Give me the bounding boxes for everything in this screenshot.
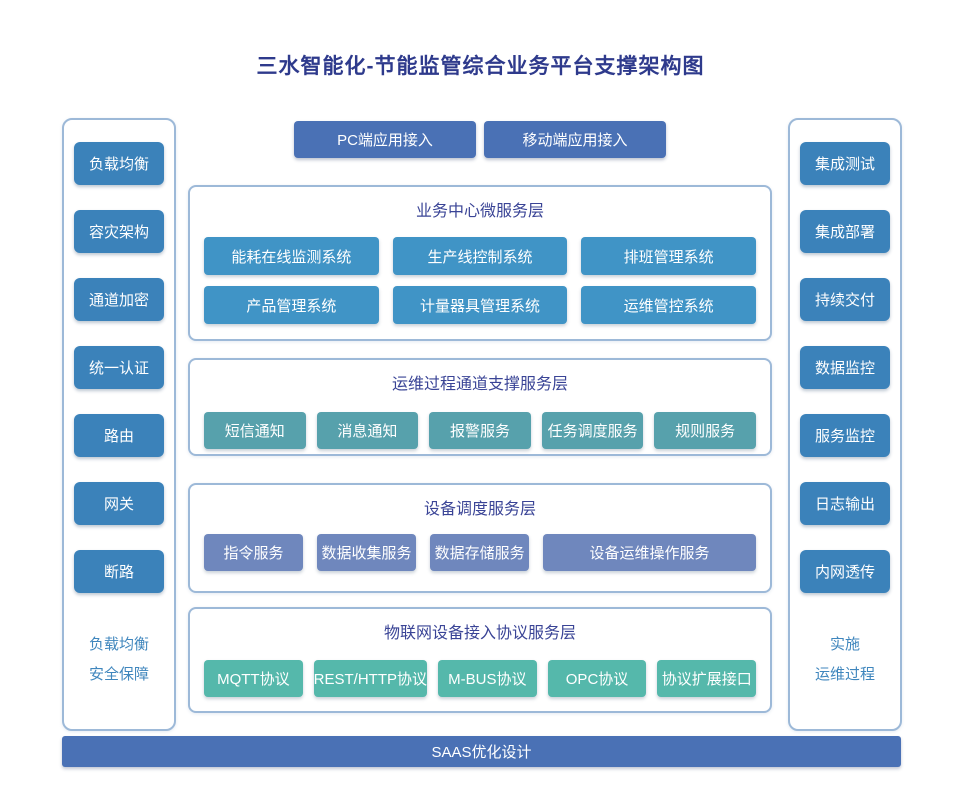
service-box-production-line-control: 生产线控制系统 [392,237,568,275]
service-box-command-service: 指令服务 [204,534,304,571]
left-sidebar-panel: 负载均衡 容灾架构 通道加密 统一认证 路由 网关 断路 负载均衡 安全保障 [62,118,176,731]
left-sidebar-caption: 负载均衡 安全保障 [89,630,149,690]
sidebar-item-integration-test: 集成测试 [800,142,890,185]
caption-line: 运维过程 [814,666,875,683]
sidebar-item-unified-auth: 统一认证 [74,346,164,389]
service-box-ops-control: 运维管控系统 [581,286,757,324]
service-box-row: 短信通知 消息通知 报警服务 任务调度服务 规则服务 [204,412,756,449]
saas-optimization-bar: SAAS优化设计 [62,736,901,767]
service-box-device-ops-operation: 设备运维操作服务 [543,534,756,571]
layer-title: 运维过程通道支撑服务层 [391,376,568,393]
layer-title: 物联网设备接入协议服务层 [383,625,576,642]
right-sidebar-caption: 实施 运维过程 [815,630,875,690]
service-box-row: 指令服务 数据收集服务 数据存储服务 设备运维操作服务 [204,534,756,571]
caption-line: 实施 [829,636,860,653]
service-box-energy-monitoring: 能耗在线监测系统 [204,237,379,275]
layer-panel-ops-channel-support: 运维过程通道支撑服务层 短信通知 消息通知 报警服务 任务调度服务 规则服务 [188,358,772,456]
caption-line: 负载均衡 [88,636,149,653]
service-box-shift-management: 排班管理系统 [581,237,757,275]
service-box-opc-protocol: OPC协议 [547,660,647,697]
service-box-protocol-extension: 协议扩展接口 [657,660,757,697]
sidebar-item-gateway: 网关 [74,482,164,525]
layer-panel-iot-protocol: 物联网设备接入协议服务层 MQTT协议 REST/HTTP协议 M-BUS协议 … [188,607,772,713]
service-box-row: 产品管理系统 计量器具管理系统 运维管控系统 [204,286,757,324]
sidebar-item-channel-encryption: 通道加密 [74,278,164,321]
access-button-row: PC端应用接入 移动端应用接入 [188,121,772,158]
service-box-row: 能耗在线监测系统 生产线控制系统 排班管理系统 [204,237,757,275]
sidebar-item-circuit-break: 断路 [74,550,164,593]
layer-panel-device-scheduling: 设备调度服务层 指令服务 数据收集服务 数据存储服务 设备运维操作服务 [188,483,772,593]
service-box-task-scheduling: 任务调度服务 [541,412,644,449]
service-box-data-storage: 数据存储服务 [430,534,530,571]
pc-access-button: PC端应用接入 [294,121,476,158]
service-box-message-notify: 消息通知 [316,412,419,449]
sidebar-item-disaster-recovery: 容灾架构 [74,210,164,253]
caption-line: 安全保障 [88,666,149,683]
layer-title: 业务中心微服务层 [415,203,544,220]
service-box-rest-http-protocol: REST/HTTP协议 [313,660,428,697]
service-box-data-collection: 数据收集服务 [317,534,417,571]
sidebar-item-service-monitoring: 服务监控 [800,414,890,457]
sidebar-item-continuous-delivery: 持续交付 [800,278,890,321]
sidebar-item-integration-deploy: 集成部署 [800,210,890,253]
service-box-alarm-service: 报警服务 [429,412,531,449]
service-box-mbus-protocol: M-BUS协议 [438,660,537,697]
sidebar-item-load-balance: 负载均衡 [74,142,164,185]
service-box-rule-service: 规则服务 [654,412,756,449]
service-box-row: MQTT协议 REST/HTTP协议 M-BUS协议 OPC协议 协议扩展接口 [204,660,757,697]
sidebar-item-intranet-passthrough: 内网透传 [800,550,890,593]
layer-title: 设备调度服务层 [423,501,536,518]
page-title: 三水智能化-节能监管综合业务平台支撑架构图 [256,55,705,78]
service-box-mqtt-protocol: MQTT协议 [204,660,303,697]
sidebar-item-log-output: 日志输出 [800,482,890,525]
mobile-access-button: 移动端应用接入 [484,121,666,158]
sidebar-item-data-monitoring: 数据监控 [800,346,890,389]
service-box-metering-instrument-management: 计量器具管理系统 [392,286,568,324]
right-sidebar-panel: 集成测试 集成部署 持续交付 数据监控 服务监控 日志输出 内网透传 实施 运维… [788,118,902,731]
layer-panel-business-microservices: 业务中心微服务层 能耗在线监测系统 生产线控制系统 排班管理系统 产品管理系统 … [188,185,772,341]
service-box-sms-notify: 短信通知 [204,412,306,449]
sidebar-item-routing: 路由 [74,414,164,457]
service-box-product-management: 产品管理系统 [204,286,379,324]
